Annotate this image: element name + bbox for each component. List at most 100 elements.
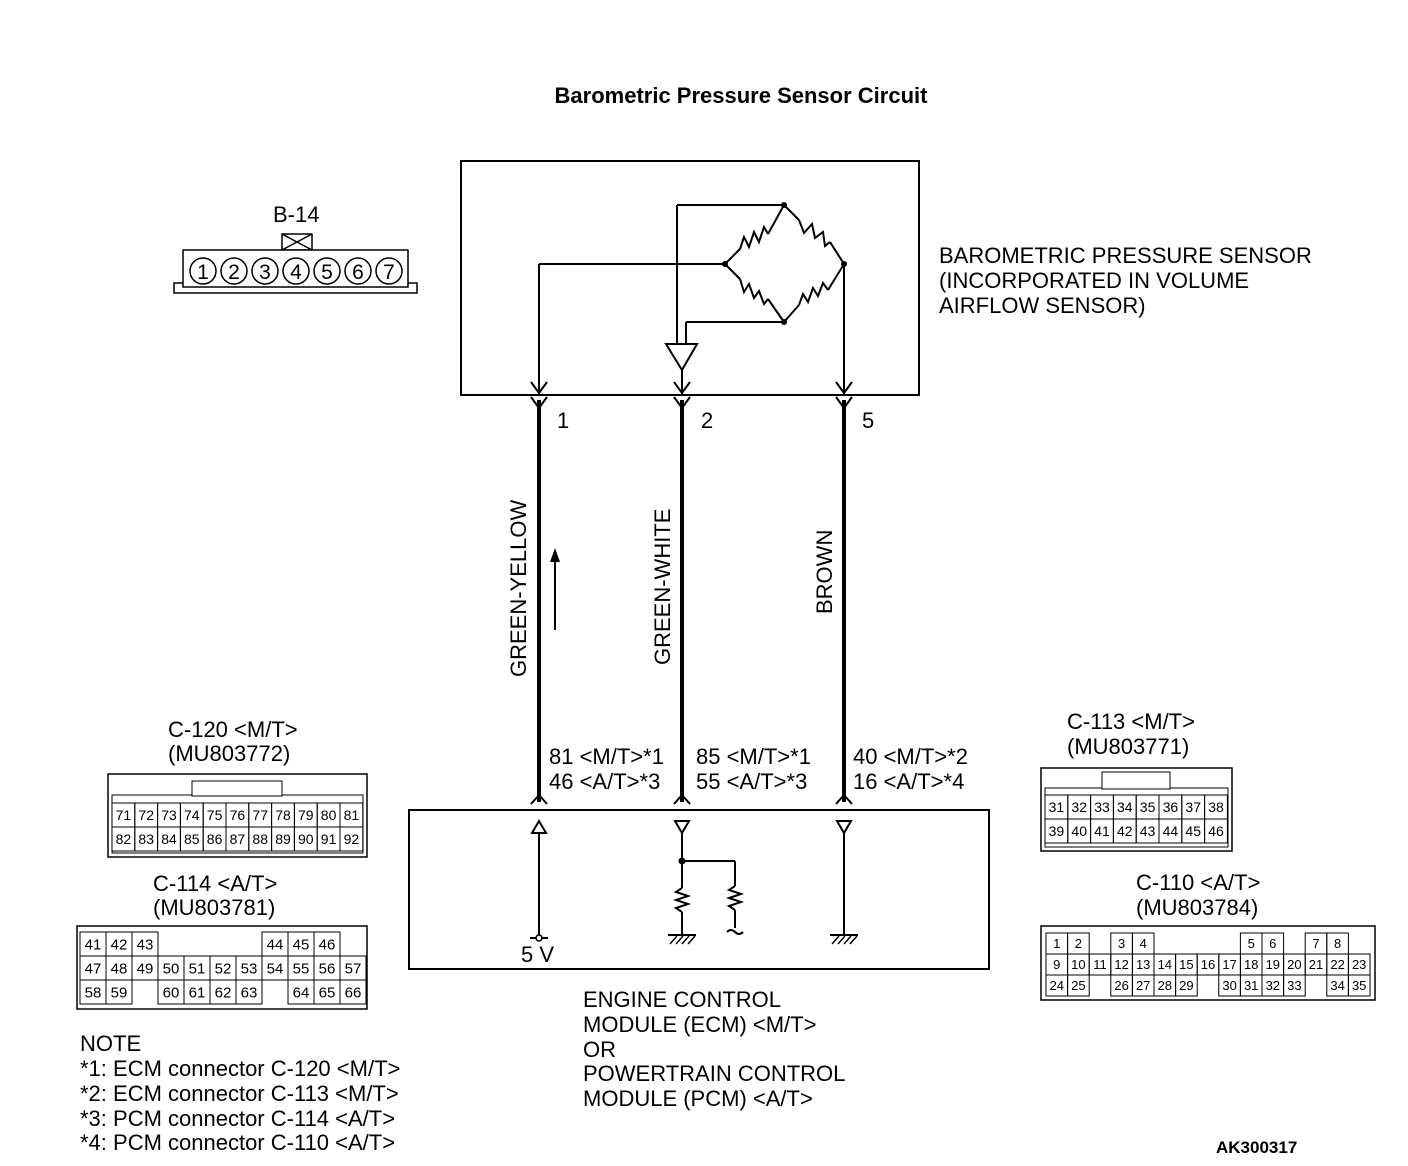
connector-pin [220, 257, 248, 285]
connector-pin-number: 26 [1114, 978, 1128, 993]
connector-pin-number: 5 [1248, 936, 1255, 951]
c110-name: C-110 <A/T> [1136, 870, 1260, 895]
connector-pin-number: 36 [1163, 799, 1179, 815]
connector-pin-number: 63 [241, 984, 258, 1001]
ground-icon [669, 935, 858, 945]
connector-pin-number: 19 [1266, 957, 1280, 972]
bridge-circuit [538, 204, 845, 395]
b14-connector-name: B-14 [273, 202, 319, 227]
connector-pin-number: 38 [1208, 799, 1224, 815]
connector-pin-number: 12 [1114, 957, 1128, 972]
connector-cell [339, 826, 364, 852]
c113-part: (MU803771) [1067, 734, 1189, 759]
connector-pin-number: 77 [252, 807, 268, 823]
supply-voltage-label: 5 V [521, 942, 554, 967]
connector-pin-number: 85 [184, 831, 200, 847]
connector-pin-number: 22 [1330, 957, 1344, 972]
connector-pin-number: 43 [1140, 823, 1156, 839]
connector-pin-number: 4 [290, 261, 302, 284]
connector-pin-number: 90 [298, 831, 314, 847]
ecm-internal-circuit [530, 819, 858, 939]
c110-part: (MU803784) [1136, 895, 1258, 920]
connector-pin-number: 30 [1222, 978, 1236, 993]
connector-pin-number: 14 [1158, 957, 1172, 972]
connector-pin-number: 3 [259, 261, 271, 284]
connector-pin-number: 24 [1050, 978, 1064, 993]
junction-node [678, 857, 686, 865]
ecm-pin-label-2a: 85 <M/T>*1 [696, 744, 811, 769]
connector-pin-number: 91 [321, 831, 337, 847]
connector-pin-number: 47 [85, 960, 102, 977]
connector-pin-number: 60 [163, 984, 180, 1001]
connector-pin-number: 5 [321, 261, 333, 284]
connector-pin-number: 46 [319, 936, 336, 953]
connector-pin-number: 82 [116, 831, 132, 847]
sensor-label: BAROMETRIC PRESSURE SENSOR (INCORPORATED… [939, 243, 1312, 318]
connector-pin-number: 75 [207, 807, 223, 823]
connector-pin-number: 9 [1053, 957, 1060, 972]
connector-pin-number: 32 [1071, 799, 1087, 815]
connector-pin-number: 74 [184, 807, 200, 823]
ecm-pin-label-2b: 55 <A/T>*3 [696, 769, 807, 794]
connector-pin-number: 58 [85, 984, 102, 1001]
connector-pin-number: 10 [1071, 957, 1085, 972]
connector-pin-number: 3 [1118, 936, 1125, 951]
module-label: ENGINE CONTROL MODULE (ECM) <M/T> OR POW… [583, 987, 845, 1111]
module-label-line-1: ENGINE CONTROL [583, 987, 781, 1012]
connector-pin-number: 28 [1158, 978, 1172, 993]
connector-pin-number: 44 [267, 936, 284, 953]
connector-pin-number: 1 [197, 261, 209, 284]
connector-pin-number: 52 [215, 960, 232, 977]
ecm-pin-label-3a: 40 <M/T>*2 [853, 744, 968, 769]
connector-pin-number: 86 [207, 831, 223, 847]
connector-pin-number: 23 [1352, 957, 1366, 972]
connector-pin-number: 43 [137, 936, 154, 953]
ecm-pin-arrows [530, 793, 853, 805]
connector-pin-number: 20 [1287, 957, 1301, 972]
ecm-pin-label-1a: 81 <M/T>*1 [549, 744, 664, 769]
connector-pin [344, 257, 372, 285]
connector-pin-number: 81 [344, 807, 360, 823]
module-label-line-5: MODULE (PCM) <A/T> [583, 1086, 813, 1111]
connector-pin-number: 42 [1117, 823, 1133, 839]
connector-pin-number: 78 [275, 807, 291, 823]
connector-cell [235, 979, 263, 1005]
connector-pin-number: 25 [1071, 978, 1085, 993]
connector-pin-number: 2 [1075, 936, 1082, 951]
sensor-pin-5: 5 [862, 408, 874, 433]
connector-pin-number: 37 [1185, 799, 1201, 815]
connector-pin-number: 35 [1352, 978, 1366, 993]
sensor-pin-1: 1 [557, 408, 569, 433]
connector-pin-number: 8 [1334, 936, 1341, 951]
connector-pin-number: 41 [85, 936, 102, 953]
connector-cell [105, 979, 133, 1005]
diagram-title: Barometric Pressure Sensor Circuit [555, 83, 929, 108]
connector-pin-number: 45 [1185, 823, 1201, 839]
wire-label-green-white: GREEN-WHITE [650, 509, 675, 665]
connector-pin-number: 4 [1140, 936, 1147, 951]
connector-pin-number: 44 [1163, 823, 1179, 839]
connector-pin-number: 53 [241, 960, 258, 977]
note-item-2: *2: ECM connector C-113 <M/T> [80, 1081, 399, 1106]
connector-pin-number: 18 [1244, 957, 1258, 972]
sensor-box [460, 160, 920, 396]
connector-pin-number: 50 [163, 960, 180, 977]
c120-name: C-120 <M/T> [168, 717, 298, 742]
connector-pin-number: 6 [352, 261, 364, 284]
module-label-line-2: MODULE (ECM) <M/T> [583, 1012, 816, 1037]
connector-cell [1175, 974, 1198, 997]
connector-pin-number: 40 [1071, 823, 1087, 839]
connector-pin [251, 257, 279, 285]
figure-id: AK300317 [1216, 1138, 1297, 1157]
connector-pin-number: 51 [189, 960, 206, 977]
note-item-4: *4: PCM connector C-110 <A/T> [80, 1130, 395, 1155]
module-label-line-3: OR [583, 1037, 616, 1062]
